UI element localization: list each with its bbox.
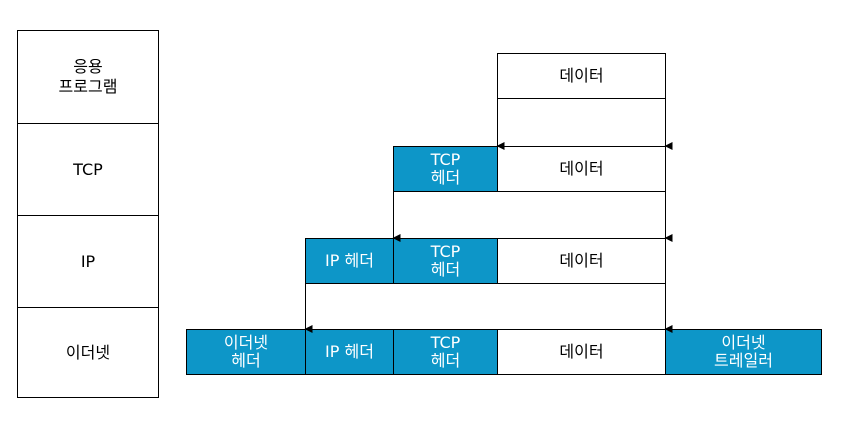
tcp-row-tcp-header: TCP 헤더 (393, 146, 498, 192)
eth-row-eth-trailer-line2: 트레일러 (714, 351, 773, 370)
app-data-label: 데이터 (559, 66, 604, 85)
eth-row-data-label: 데이터 (559, 342, 604, 361)
eth-row-eth-header-line1: 이더넷 (223, 333, 269, 352)
layer-ip: IP (18, 215, 158, 307)
ip-row-tcp-header-line1: TCP (430, 242, 461, 261)
tcp-row-tcp-header-line2: 헤더 (430, 168, 461, 187)
eth-row-eth-header-line2: 헤더 (231, 351, 261, 370)
tcp-row-data-cell: 데이터 (497, 146, 666, 192)
layer-tcp-label: TCP (73, 159, 103, 179)
ip-row-data-label: 데이터 (559, 251, 604, 270)
eth-row-ip-header-label: IP 헤더 (325, 342, 374, 361)
layer-application-line1: 응용 (73, 57, 103, 76)
tcp-row-data-label: 데이터 (559, 159, 604, 178)
layer-application: 응용 프로그램 (18, 31, 158, 123)
eth-row-data-cell: 데이터 (497, 329, 666, 375)
eth-row-tcp-header-line2: 헤더 (430, 351, 461, 370)
eth-row-tcp-header: TCP 헤더 (393, 329, 498, 375)
app-data-cell: 데이터 (497, 53, 666, 99)
eth-row-eth-trailer-line1: 이더넷 (721, 333, 766, 352)
eth-row-tcp-header-line1: TCP (430, 333, 461, 352)
eth-row-ip-header: IP 헤더 (305, 329, 394, 375)
ip-row-ip-header: IP 헤더 (305, 238, 394, 284)
eth-row-eth-trailer: 이더넷 트레일러 (665, 329, 822, 375)
ip-row-ip-header-label: IP 헤더 (325, 251, 374, 270)
protocol-layer-stack: 응용 프로그램 TCP IP 이더넷 (17, 30, 159, 398)
eth-row-eth-header: 이더넷 헤더 (186, 329, 306, 375)
layer-tcp: TCP (18, 123, 158, 215)
ip-row-tcp-header-line2: 헤더 (430, 260, 461, 279)
layer-application-line2: 프로그램 (58, 77, 118, 96)
layer-ethernet: 이더넷 (18, 307, 158, 397)
ip-row-data-cell: 데이터 (497, 238, 666, 284)
tcp-row-tcp-header-line1: TCP (430, 150, 461, 169)
layer-ethernet-label: 이더넷 (65, 342, 111, 362)
layer-ip-label: IP (80, 251, 96, 271)
ip-row-tcp-header: TCP 헤더 (393, 238, 498, 284)
